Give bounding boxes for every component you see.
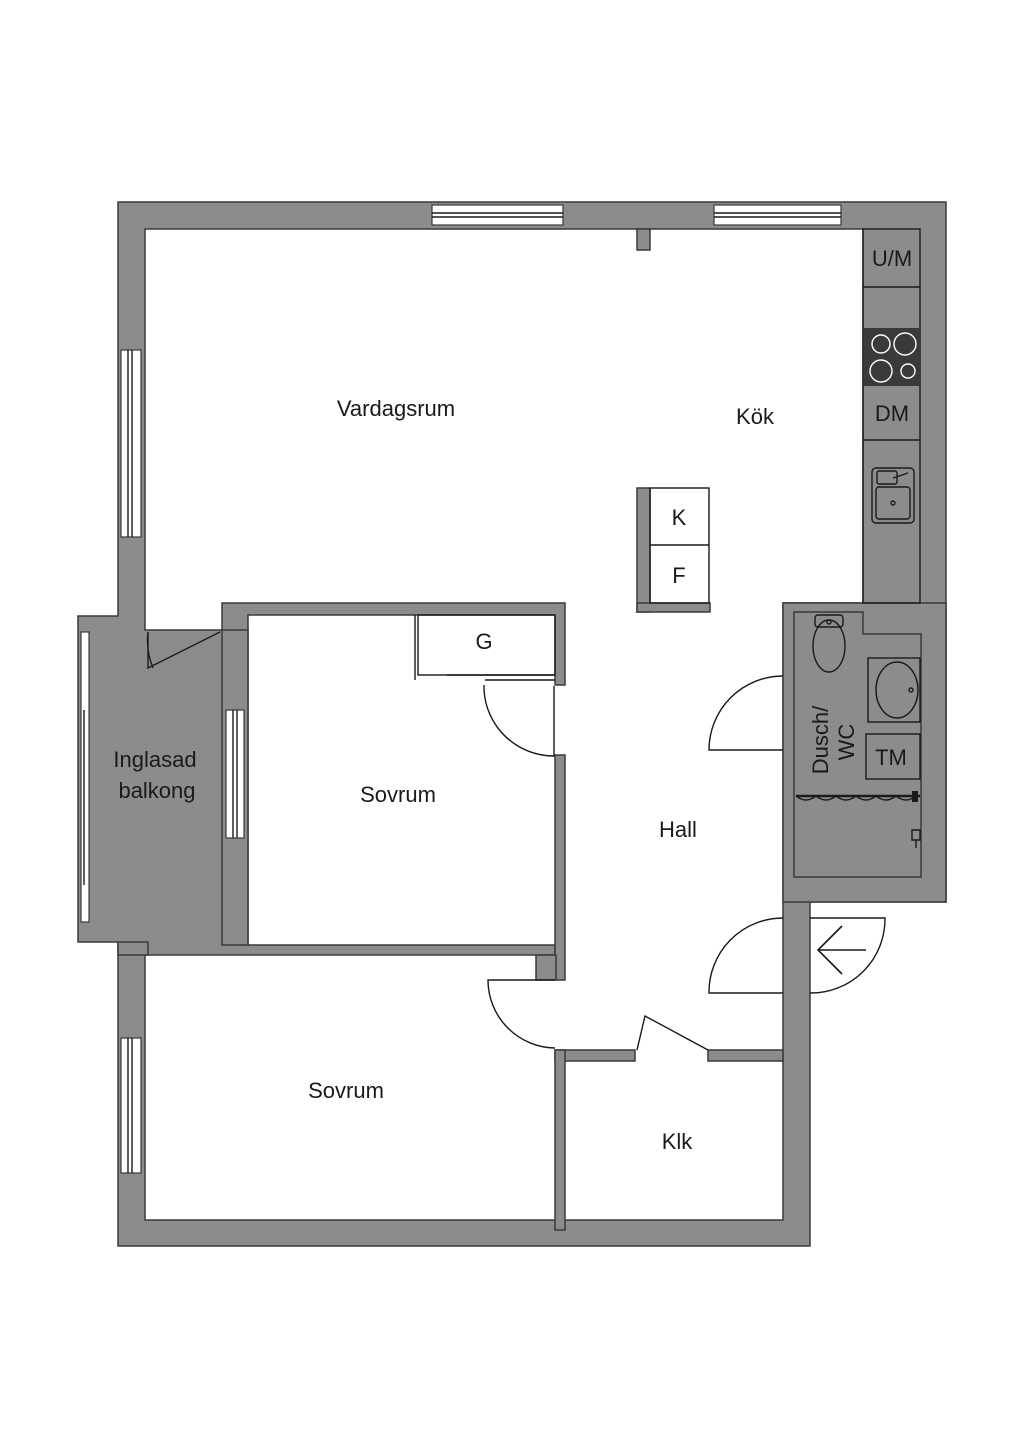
fixture-label-g: G xyxy=(475,629,492,654)
room-label-sovrum-1: Sovrum xyxy=(360,782,436,807)
room-label-sovrum-2: Sovrum xyxy=(308,1078,384,1103)
door-bedroom-2 xyxy=(487,979,556,1049)
window-top-1 xyxy=(431,204,564,226)
arrow-left-icon xyxy=(816,925,866,975)
hall-wall-stub xyxy=(554,754,566,981)
window-west-1 xyxy=(120,349,142,538)
toilet-icon xyxy=(812,614,846,673)
door-klk xyxy=(636,1014,709,1051)
door-bathroom xyxy=(708,675,784,751)
fixture-label-f: F xyxy=(672,563,685,588)
washbasin-icon xyxy=(875,661,919,719)
balcony-glazing xyxy=(80,631,90,923)
island-wall xyxy=(636,487,651,613)
kitchen-island xyxy=(649,487,710,604)
room-label-dusch-2: WC xyxy=(834,724,859,761)
room-label-vardagsrum: Vardagsrum xyxy=(337,396,455,421)
fixture-label-k: K xyxy=(672,505,687,530)
vanity xyxy=(867,657,921,723)
windows xyxy=(80,204,842,1174)
klk-wall-top-right xyxy=(707,1049,784,1062)
door-balcony xyxy=(146,631,221,670)
door-entrance-left xyxy=(708,917,784,994)
labels: Vardagsrum Kök Inglasad balkong Sovrum S… xyxy=(113,246,912,1154)
fixture-label-dm: DM xyxy=(875,401,909,426)
klk-wall-top xyxy=(554,1049,636,1062)
column xyxy=(636,228,651,251)
fixture-label-tm: TM xyxy=(875,745,907,770)
window-balcony xyxy=(225,709,245,839)
kitchen-counter xyxy=(862,228,921,604)
cooktop xyxy=(864,328,920,386)
room-label-klk: Klk xyxy=(662,1129,694,1154)
fixture-label-um: U/M xyxy=(872,246,912,271)
room-label-balkong-1: Inglasad xyxy=(113,747,196,772)
sink-icon xyxy=(871,467,915,524)
klk-wall-left xyxy=(554,1049,566,1231)
island-wall-bottom xyxy=(636,602,711,613)
door-bedroom-1 xyxy=(483,685,555,757)
window-west-2 xyxy=(120,1037,142,1174)
room-label-balkong-2: balkong xyxy=(118,778,195,803)
shower-curtain-icon xyxy=(795,791,921,848)
room-label-hall: Hall xyxy=(659,817,697,842)
room-label-kok: Kök xyxy=(736,404,775,429)
bathroom-fixtures xyxy=(795,614,921,848)
wardrobe-wall xyxy=(535,954,557,981)
doors xyxy=(146,615,886,1051)
wardrobe xyxy=(417,614,556,676)
window-top-2 xyxy=(713,204,842,226)
room-label-dusch-1: Dusch/ xyxy=(808,705,833,774)
door-entrance-right xyxy=(809,917,886,994)
bedroom-divider-wall xyxy=(117,941,149,956)
tm-box xyxy=(865,733,921,780)
